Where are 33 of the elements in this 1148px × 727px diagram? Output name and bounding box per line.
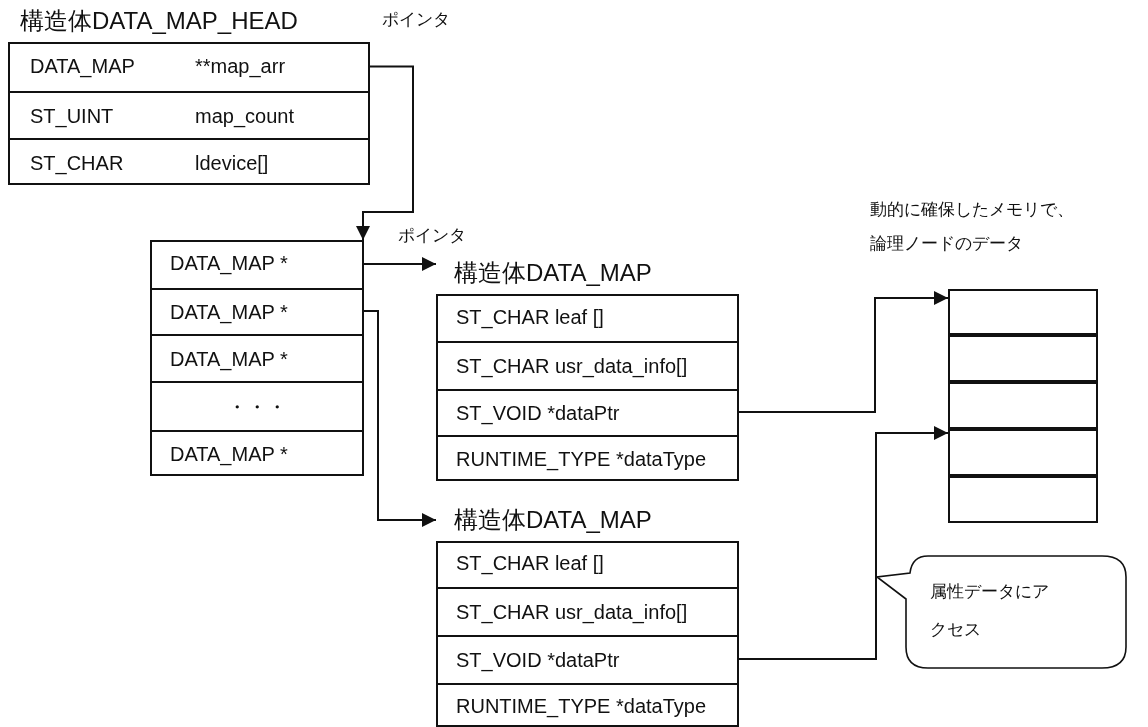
struct-title: 構造体DATA_MAP_HEAD [20,6,298,36]
field-text: DATA_MAP * [170,300,288,324]
struct-title: 構造体DATA_MAP [454,258,652,288]
field-text: ・・・ [227,394,287,419]
field-text: map_count [195,103,294,128]
field-text: ST_CHAR usr_data_info[] [456,354,688,378]
field-text: ST_CHAR usr_data_info[] [456,600,688,624]
field-text: DATA_MAP * [170,346,288,371]
field-text: RUNTIME_TYPE *dataType [456,447,707,471]
memory-cell [948,382,1098,429]
arrow [356,65,414,241]
field-text: DATA_MAP * [170,442,288,466]
edge-label: ポインタ [398,226,466,246]
speech-bubble [876,555,1127,669]
field-text: ldevice[] [195,150,269,175]
field-text: **map_arr [195,53,286,78]
field-text: ST_CHAR leaf [] [456,304,604,329]
memory-cell [948,476,1098,523]
memory-cell [948,429,1098,476]
field-text: ST_UINT [30,103,114,128]
field-text: ST_CHAR leaf [] [456,551,604,575]
field-text: DATA_MAP [30,53,135,78]
field-text: ST_VOID *dataPtr [456,401,620,425]
field-text: RUNTIME_TYPE *dataType [456,694,707,718]
struct-title: 構造体DATA_MAP [454,505,652,535]
memory-cell [948,289,1098,335]
memory-caption: 動的に確保したメモリで、論理ノードのデータ [870,199,1075,255]
memory-cell [948,335,1098,382]
field-text: DATA_MAP * [170,251,288,275]
field-text: ST_CHAR [30,150,124,175]
callout-text: 属性データにアクセス [930,581,1050,641]
field-text: ST_VOID *dataPtr [456,648,620,672]
edge-label: ポインタ [382,10,450,30]
